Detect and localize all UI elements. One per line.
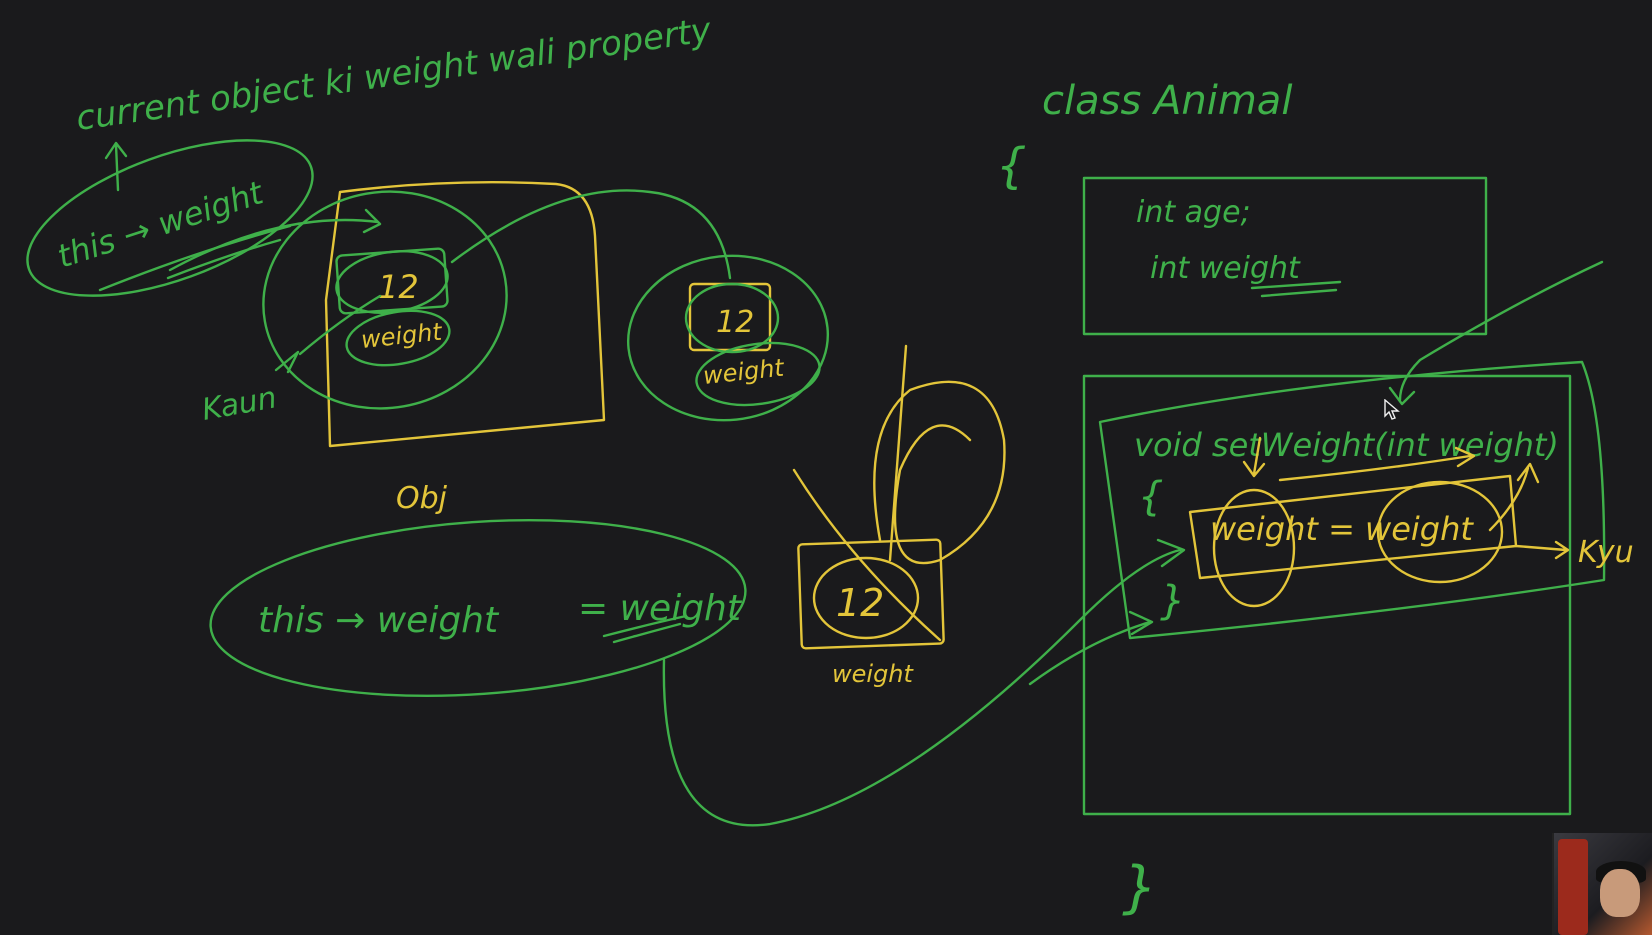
mouse-cursor-icon [1384, 399, 1400, 420]
field-weight-underline [1250, 280, 1342, 298]
object-box [324, 181, 606, 448]
box1-to-box2-arrow [450, 189, 732, 280]
obj-label: Obj [396, 481, 448, 516]
lhs-weight-oval [1212, 488, 1296, 608]
scribble-loops [873, 380, 1006, 565]
class-open-brace: { [996, 138, 1027, 194]
value-box-1-label-oval [345, 309, 451, 367]
up-arrow [104, 141, 128, 192]
value-box-3-label: weight [832, 660, 915, 688]
method-highlight-outline [1098, 360, 1606, 640]
kyu-arrow [1514, 540, 1570, 560]
rhs-to-param-arrow [1488, 462, 1540, 532]
set-arrow [1242, 436, 1266, 478]
body-top-arrow [1278, 446, 1476, 482]
rhs-weight-oval [1376, 480, 1504, 584]
kyu-label: Kyu [1578, 535, 1634, 570]
note-heading: current object ki weight wali property [74, 10, 715, 139]
this-weight-oval [26, 139, 314, 297]
value-box-1-label: weight [360, 317, 445, 353]
value-box-2-scribble [684, 282, 780, 354]
class-header: class Animal [1042, 78, 1292, 124]
webcam-overlay [1552, 833, 1652, 935]
assignment-underline [602, 614, 688, 644]
method-entry-arrow [1028, 610, 1154, 686]
value-box-2-label-oval [695, 341, 821, 407]
field-age: int age; [1136, 195, 1251, 230]
value-box-1-value: 12 [378, 268, 419, 306]
this-weight-underline [98, 224, 292, 292]
value-box-3-scribble [812, 556, 920, 640]
webcam-chair [1558, 839, 1588, 935]
method-open-brace: { [1138, 474, 1163, 520]
method-close-brace: } [1160, 578, 1185, 624]
assignment-oval [209, 518, 747, 698]
fields-box [1082, 176, 1488, 336]
top-right-arrow [1388, 260, 1604, 406]
method-box [1082, 374, 1572, 816]
kaun-arrow [274, 294, 382, 374]
object-green-oval [262, 190, 508, 410]
method-body: weight = weight [1210, 510, 1474, 548]
assignment-to-method-curve [662, 538, 1186, 827]
assignment-left: this → weight [258, 600, 500, 641]
value-box-2-value: 12 [716, 305, 754, 340]
value-box-3 [797, 538, 945, 650]
box2-outer-oval [626, 254, 830, 422]
method-signature: void setWeight(int weight) [1134, 426, 1559, 464]
this-to-box1-arrow [168, 208, 382, 272]
kaun-label: Kaun [199, 380, 279, 427]
value-box-3-value: 12 [836, 581, 884, 625]
this-weight-top: this → weight [53, 173, 269, 276]
class-close-brace: } [1122, 855, 1158, 920]
value-box-2-label: weight [702, 353, 787, 389]
field-weight: int weight [1150, 251, 1301, 286]
webcam-presenter [1600, 869, 1640, 917]
